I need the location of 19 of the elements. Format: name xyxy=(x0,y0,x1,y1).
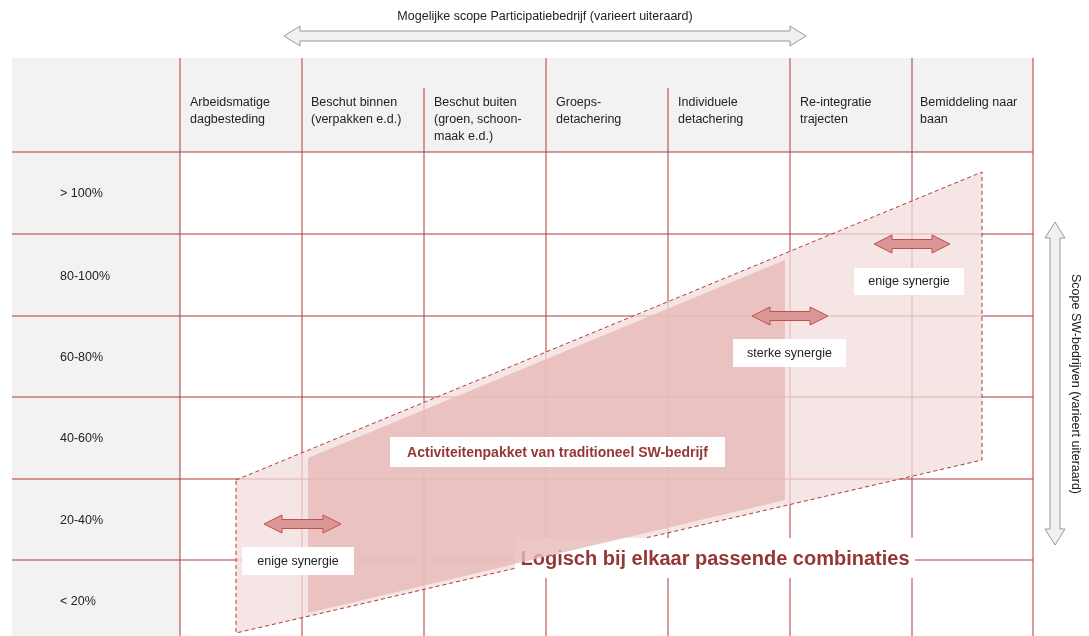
axis-label: Scope SW-bedrijven (varieert uiteraard) xyxy=(1067,274,1084,494)
row-header: < 20% xyxy=(60,593,97,610)
area-label: Activiteitenpakket van traditioneel SW-bedrijf xyxy=(390,437,725,467)
column-header: Arbeidsmatige dagbesteding xyxy=(190,94,271,128)
column-header: Bemiddeling naar baan xyxy=(920,94,1019,128)
row-header: 80-100% xyxy=(60,268,112,285)
scope-label: Mogelijke scope Participatiebedrijf (varieert uiteraard) xyxy=(396,8,694,25)
column-header: Re-integratie trajecten xyxy=(800,94,873,128)
column-header: Groeps-detachering xyxy=(556,94,623,128)
column-header: Beschut binnen (verpakken e.d.) xyxy=(311,94,403,128)
row-header: 20-40% xyxy=(60,512,105,529)
synergy-label: enige synergie xyxy=(854,268,964,295)
synergy-label: enige synergie xyxy=(242,547,354,575)
column-header: Individuele detachering xyxy=(678,94,745,128)
row-header: 40-60% xyxy=(60,430,105,447)
row-header: > 100% xyxy=(60,185,104,202)
column-header: Beschut buiten (groen, schoon-maak e.d.) xyxy=(434,94,523,145)
row-header: 60-80% xyxy=(60,349,105,366)
synergy-label: sterke synergie xyxy=(733,339,846,367)
